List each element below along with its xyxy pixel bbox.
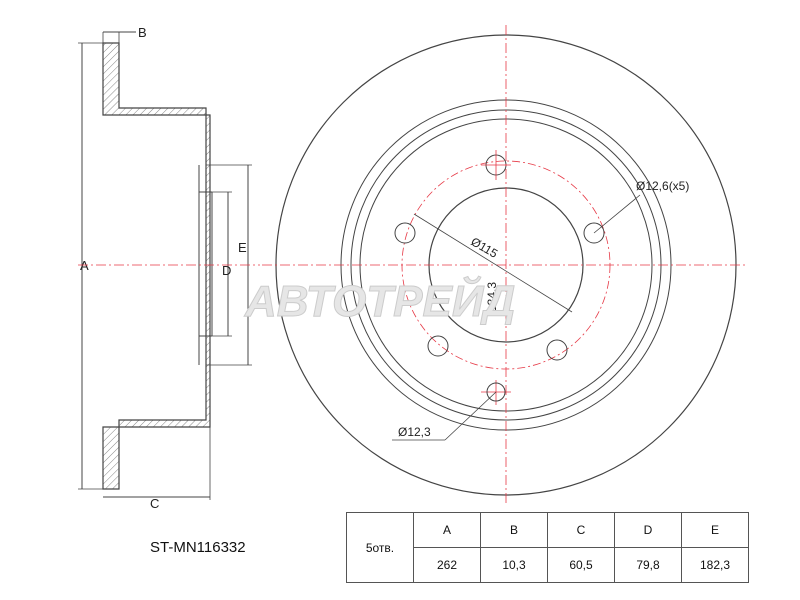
small-hole <box>486 382 506 402</box>
pcd-label: Ø115 <box>469 234 501 261</box>
spec-header-b: B <box>480 512 548 548</box>
spec-header-d: D <box>614 512 682 548</box>
bolt-hole <box>583 222 605 244</box>
spec-value-e: 182,3 <box>681 547 749 583</box>
bolt-hole-leader <box>593 194 641 234</box>
dim-a-label: A <box>80 258 89 273</box>
spec-header-c: C <box>547 512 615 548</box>
spec-value-a: 262 <box>413 547 481 583</box>
spec-row-label: 5отв. <box>346 512 414 583</box>
spec-value-c: 60,5 <box>547 547 615 583</box>
spec-header-a: A <box>413 512 481 548</box>
small-hole-label: Ø12,3 <box>398 425 431 439</box>
bolt-hole-label: Ø12,6(x5) <box>636 179 689 193</box>
part-number: ST-MN116332 <box>150 539 246 556</box>
bolt-hole <box>546 339 568 361</box>
dim-b-label: B <box>138 25 147 40</box>
spec-header-row: 5отв. A B C D E <box>346 512 749 583</box>
dim-c-label: C <box>150 496 159 511</box>
spec-header-e: E <box>681 512 749 548</box>
pcd-leader <box>413 213 573 313</box>
bolt-hole <box>394 222 416 244</box>
small-hole-leader <box>444 391 497 441</box>
spec-value-d: 79,8 <box>614 547 682 583</box>
bolt-hole <box>427 335 449 357</box>
spec-table: 5отв. A B C D E 262 10,3 60,5 79,8 182,3 <box>346 512 749 583</box>
spec-value-row: 262 10,3 60,5 79,8 182,3 <box>347 547 749 583</box>
watermark: АВТОТРЕЙД <box>244 275 515 326</box>
dim-e-label: E <box>238 240 247 255</box>
center-bore-label: 134,3 <box>485 282 499 312</box>
dim-d-label: D <box>222 263 231 278</box>
spec-value-b: 10,3 <box>480 547 548 583</box>
disc-cross-section <box>102 42 211 490</box>
front-view: Ø115 134,3 Ø12,6(x5) Ø12,3 <box>262 25 745 505</box>
side-view: A B C D E <box>78 25 260 511</box>
